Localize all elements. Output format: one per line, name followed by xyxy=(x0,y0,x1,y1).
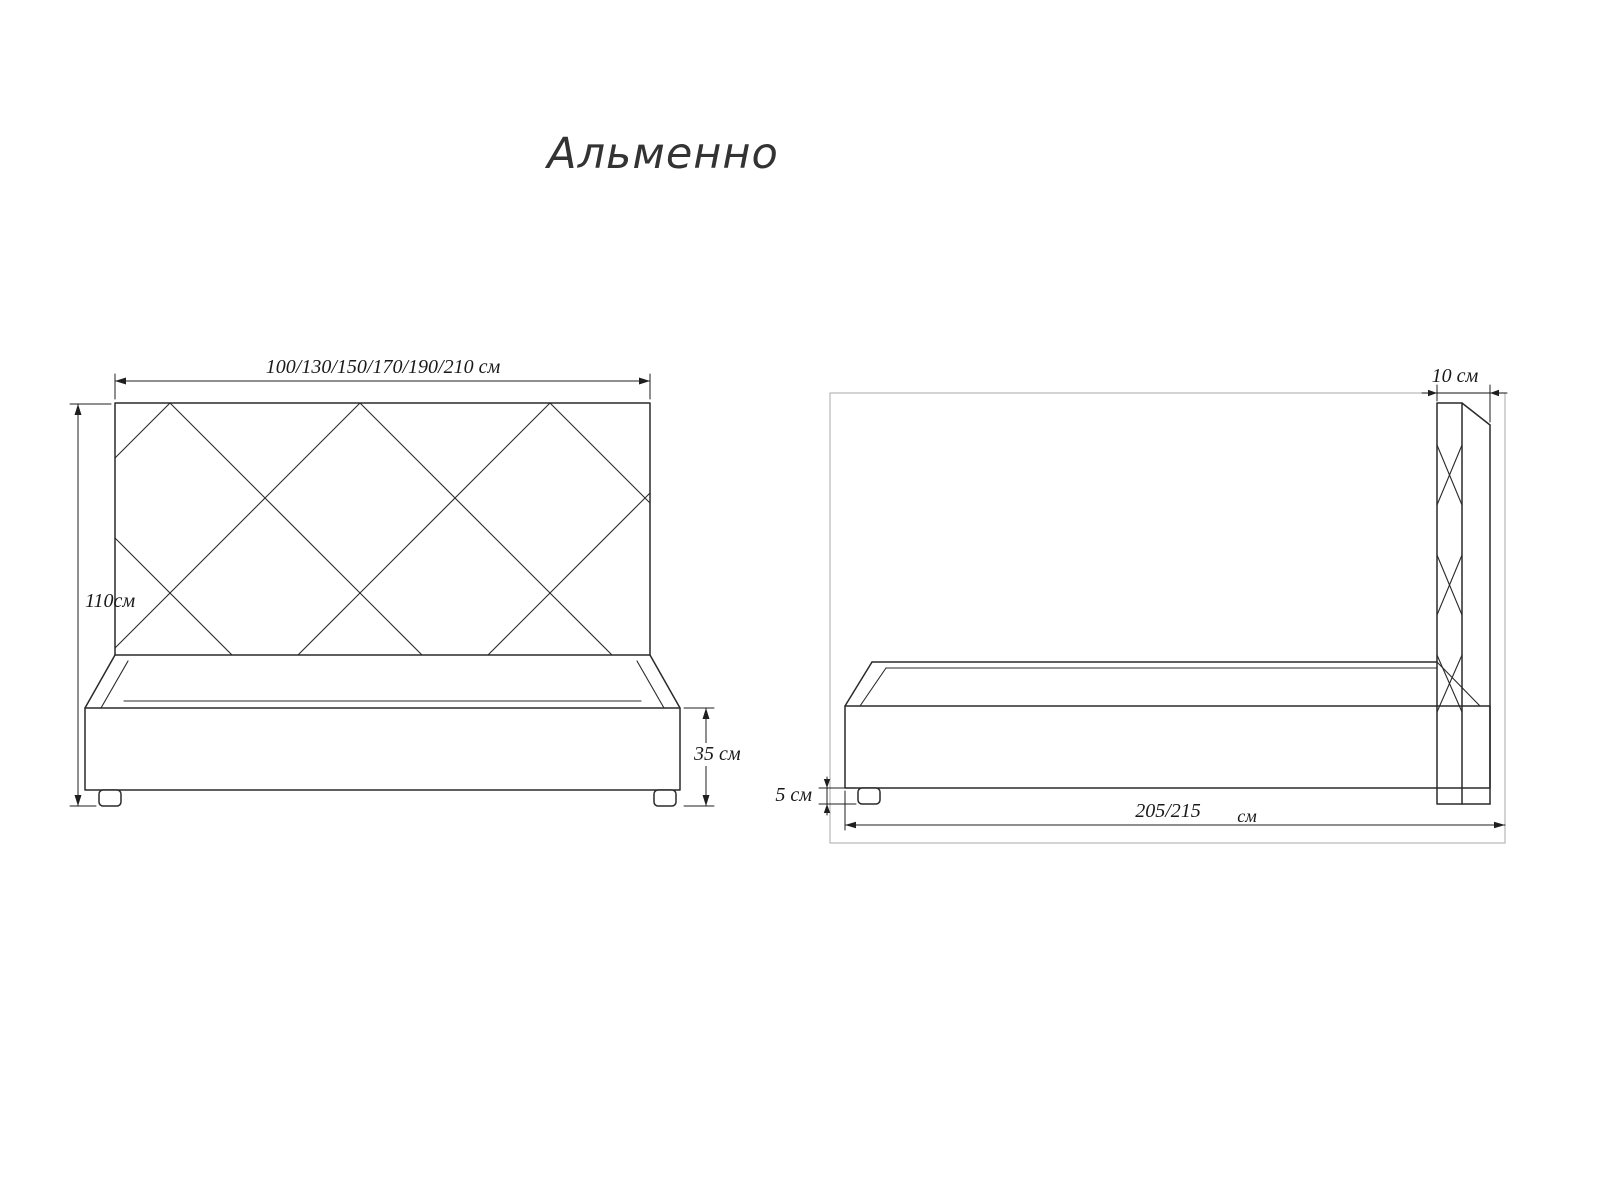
side-length-unit: см xyxy=(1237,806,1257,826)
page-title: Альменно xyxy=(544,129,779,179)
front-leg-right xyxy=(653,789,677,807)
side-thickness-label: 10 см xyxy=(1432,365,1479,387)
side-dim-leg-height: 5 см xyxy=(775,776,857,816)
side-headboard xyxy=(1436,402,1491,805)
front-dim-width: 100/130/150/170/190/210 см xyxy=(114,356,651,400)
side-leg-left xyxy=(857,787,881,805)
side-dim-thickness: 10 см xyxy=(1421,365,1508,423)
side-dim-length: 205/215 см xyxy=(844,790,1506,831)
front-view: 100/130/150/170/190/210 см 110см 35 см xyxy=(69,356,745,807)
front-width-label: 100/130/150/170/190/210 см xyxy=(266,356,501,378)
front-base-height-label: 35 см xyxy=(693,743,741,765)
front-headboard xyxy=(114,402,651,656)
side-leg-height-label: 5 см xyxy=(775,784,812,806)
front-height-label: 110см xyxy=(85,590,135,612)
front-headboard-pattern xyxy=(114,402,651,656)
front-dim-height: 110см xyxy=(69,403,135,807)
front-leg-left xyxy=(98,789,122,807)
side-base xyxy=(844,661,1491,805)
side-view: 10 см 5 см 205/215 см xyxy=(775,365,1508,844)
side-headboard-pattern xyxy=(1436,444,1463,713)
side-length-value: 205/215 xyxy=(1135,800,1201,822)
front-dim-base-height: 35 см xyxy=(683,707,745,807)
front-base xyxy=(84,654,681,807)
side-view-frame xyxy=(829,392,1506,844)
